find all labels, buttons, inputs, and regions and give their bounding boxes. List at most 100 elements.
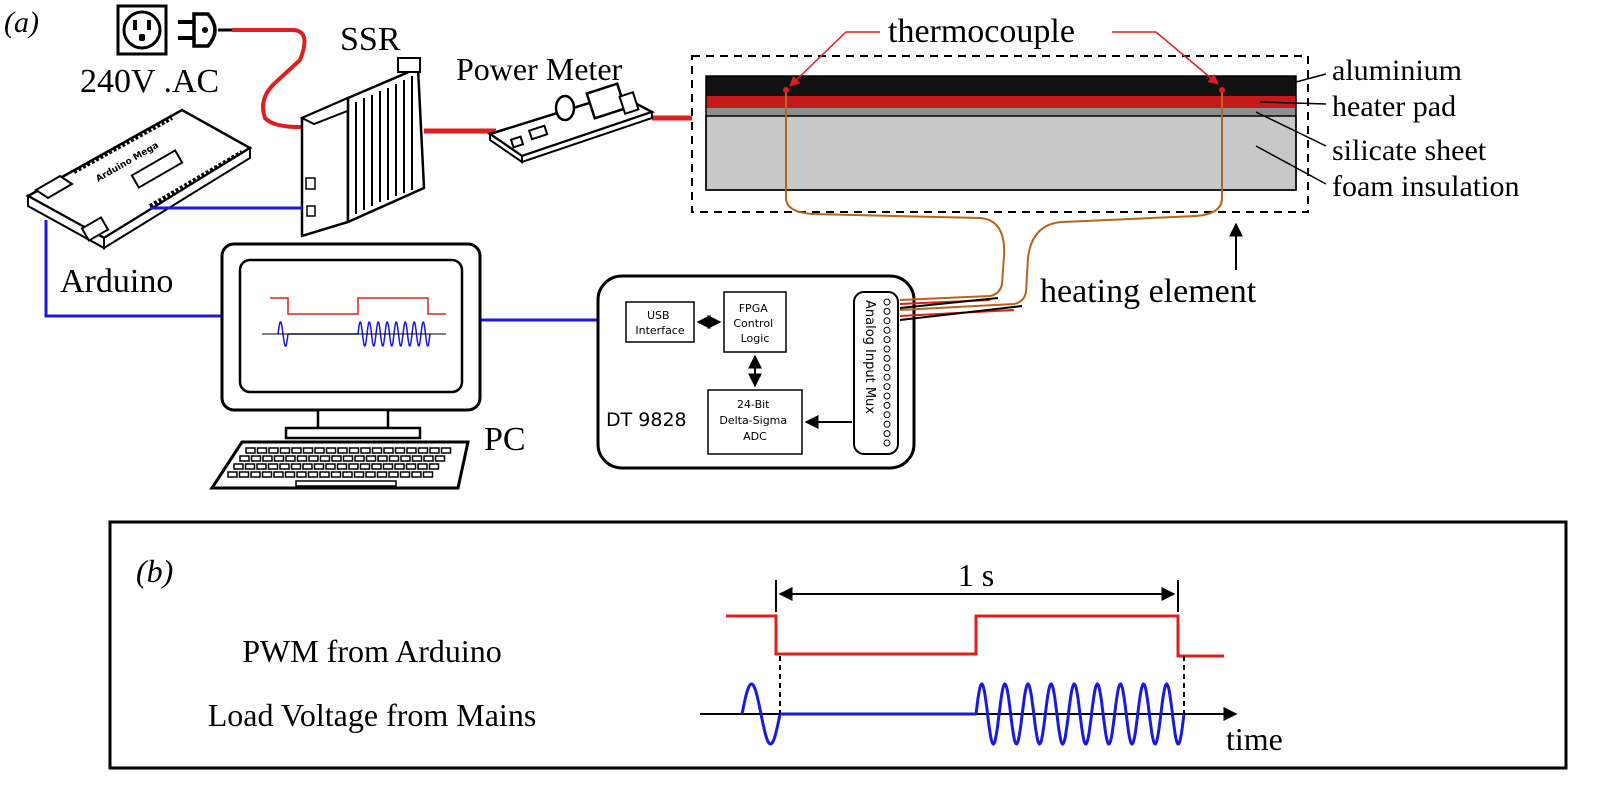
pwm-waveform — [726, 614, 1224, 658]
keyboard-key — [291, 447, 302, 454]
layer-foam-insulation — [705, 115, 1297, 191]
keyboard-key — [325, 447, 337, 454]
panel-a-tag: (a) — [4, 6, 39, 39]
keyboard-key — [262, 455, 273, 462]
keyboard-key — [429, 447, 440, 454]
thermocouple-junction-right — [1219, 87, 1225, 93]
keyboard-key — [238, 471, 250, 478]
keyboard-key — [250, 455, 262, 462]
thermocouple-lead-black-1 — [899, 297, 999, 309]
mux-input-pin — [883, 364, 891, 372]
keyboard-key — [336, 463, 348, 470]
pc-label: PC — [484, 421, 526, 458]
mux-input-pin — [883, 345, 891, 353]
layer-aluminium — [706, 76, 1296, 96]
keyboard-key — [331, 455, 342, 462]
keyboard-key — [319, 471, 330, 478]
usb-interface-label: USB Interface — [635, 309, 684, 337]
wall-outlet-icon — [116, 4, 168, 56]
keyboard-key — [411, 471, 422, 478]
thermocouple-pointer-left — [789, 31, 880, 87]
daq-model-label: DT 9828 — [606, 409, 687, 431]
keyboard-key — [319, 455, 331, 462]
mux-input-pin — [883, 298, 891, 306]
keyboard-key — [279, 447, 291, 454]
keyboard-key — [302, 447, 314, 454]
keyboard-key — [377, 455, 388, 462]
mux-input-pin — [883, 373, 891, 381]
thermocouple-junction-left — [783, 87, 789, 93]
thermocouple-wire-left — [785, 90, 1006, 301]
mux-input-pin — [883, 383, 891, 391]
keyboard-key — [267, 463, 279, 470]
keyboard-key — [360, 447, 371, 454]
load-voltage-label: Load Voltage from Mains — [208, 697, 537, 733]
keyboard-key — [284, 471, 296, 478]
keyboard-key — [399, 471, 411, 478]
keyboard-key — [308, 455, 319, 462]
keyboard-key — [227, 471, 238, 478]
keyboard-key — [348, 447, 360, 454]
keyboard-key — [268, 447, 279, 454]
adc-label: 24-Bit Delta-Sigma ADC — [719, 398, 790, 443]
keyboard-key — [359, 463, 371, 470]
keyboard-key — [354, 455, 365, 462]
fpga-block — [723, 291, 787, 353]
mux-input-pin — [883, 307, 891, 315]
mux-input-pin — [883, 326, 891, 334]
keyboard-key — [296, 471, 307, 478]
mux-input-pin — [883, 411, 891, 419]
keyboard-key — [365, 455, 377, 462]
load-voltage-waveform — [740, 681, 1186, 747]
analog-mux-label: Analog Input Mux — [862, 300, 877, 414]
keyboard-key — [296, 455, 308, 462]
fpga-label: FPGA Control Logic — [733, 302, 776, 345]
keyboard-key — [422, 471, 434, 478]
keyboard-key — [239, 455, 250, 462]
plug-icon — [178, 12, 232, 48]
arduino-label: Arduino — [60, 263, 173, 300]
keyboard-key — [261, 471, 273, 478]
ssr-label: SSR — [340, 21, 401, 58]
thermocouple-wire-right — [899, 90, 1223, 311]
keyboard-key — [233, 463, 244, 470]
leader-aluminium — [1295, 73, 1327, 83]
layer-heater-pad — [706, 96, 1296, 108]
keyboard-key — [405, 463, 417, 470]
keyboard-key — [394, 447, 406, 454]
power-cable-outlet-ssr — [232, 28, 307, 130]
keyboard-key — [376, 471, 388, 478]
keyboard-key — [382, 463, 394, 470]
keyboard-key — [388, 471, 399, 478]
keyboard-key — [273, 471, 284, 478]
keyboard-key — [434, 455, 446, 462]
keyboard-key — [325, 463, 336, 470]
keyboard-key — [314, 447, 325, 454]
keyboard-key — [285, 455, 296, 462]
keyboard-key — [342, 455, 354, 462]
keyboard-key — [330, 471, 342, 478]
mux-input-pin — [883, 317, 891, 325]
keyboard-key — [371, 447, 383, 454]
panel-b-frame — [108, 520, 1568, 770]
keyboard-key — [256, 463, 267, 470]
keyboard-key — [244, 463, 256, 470]
keyboard-key — [411, 455, 423, 462]
keyboard-key — [348, 463, 359, 470]
keyboard-key — [440, 447, 452, 454]
pwm-label: PWM from Arduino — [242, 633, 502, 669]
period-label: 1 s — [958, 557, 994, 593]
arduino-board-icon: Arduino Mega — [25, 108, 253, 250]
keyboard-key — [337, 447, 348, 454]
thermocouple-lead-black-2 — [899, 305, 1023, 321]
keyboard-key — [250, 471, 261, 478]
power-meter-icon — [487, 82, 656, 164]
leader-heater-pad — [1259, 101, 1327, 105]
mux-input-pin — [883, 392, 891, 400]
outlet-voltage-label: 240V .AC — [80, 63, 219, 100]
keyboard-key — [365, 471, 376, 478]
panel-b-tag: (b) — [136, 553, 173, 589]
keyboard-key — [313, 463, 325, 470]
daq-unit: USB Interface FPGA Control Logic 24-Bit … — [596, 274, 916, 470]
